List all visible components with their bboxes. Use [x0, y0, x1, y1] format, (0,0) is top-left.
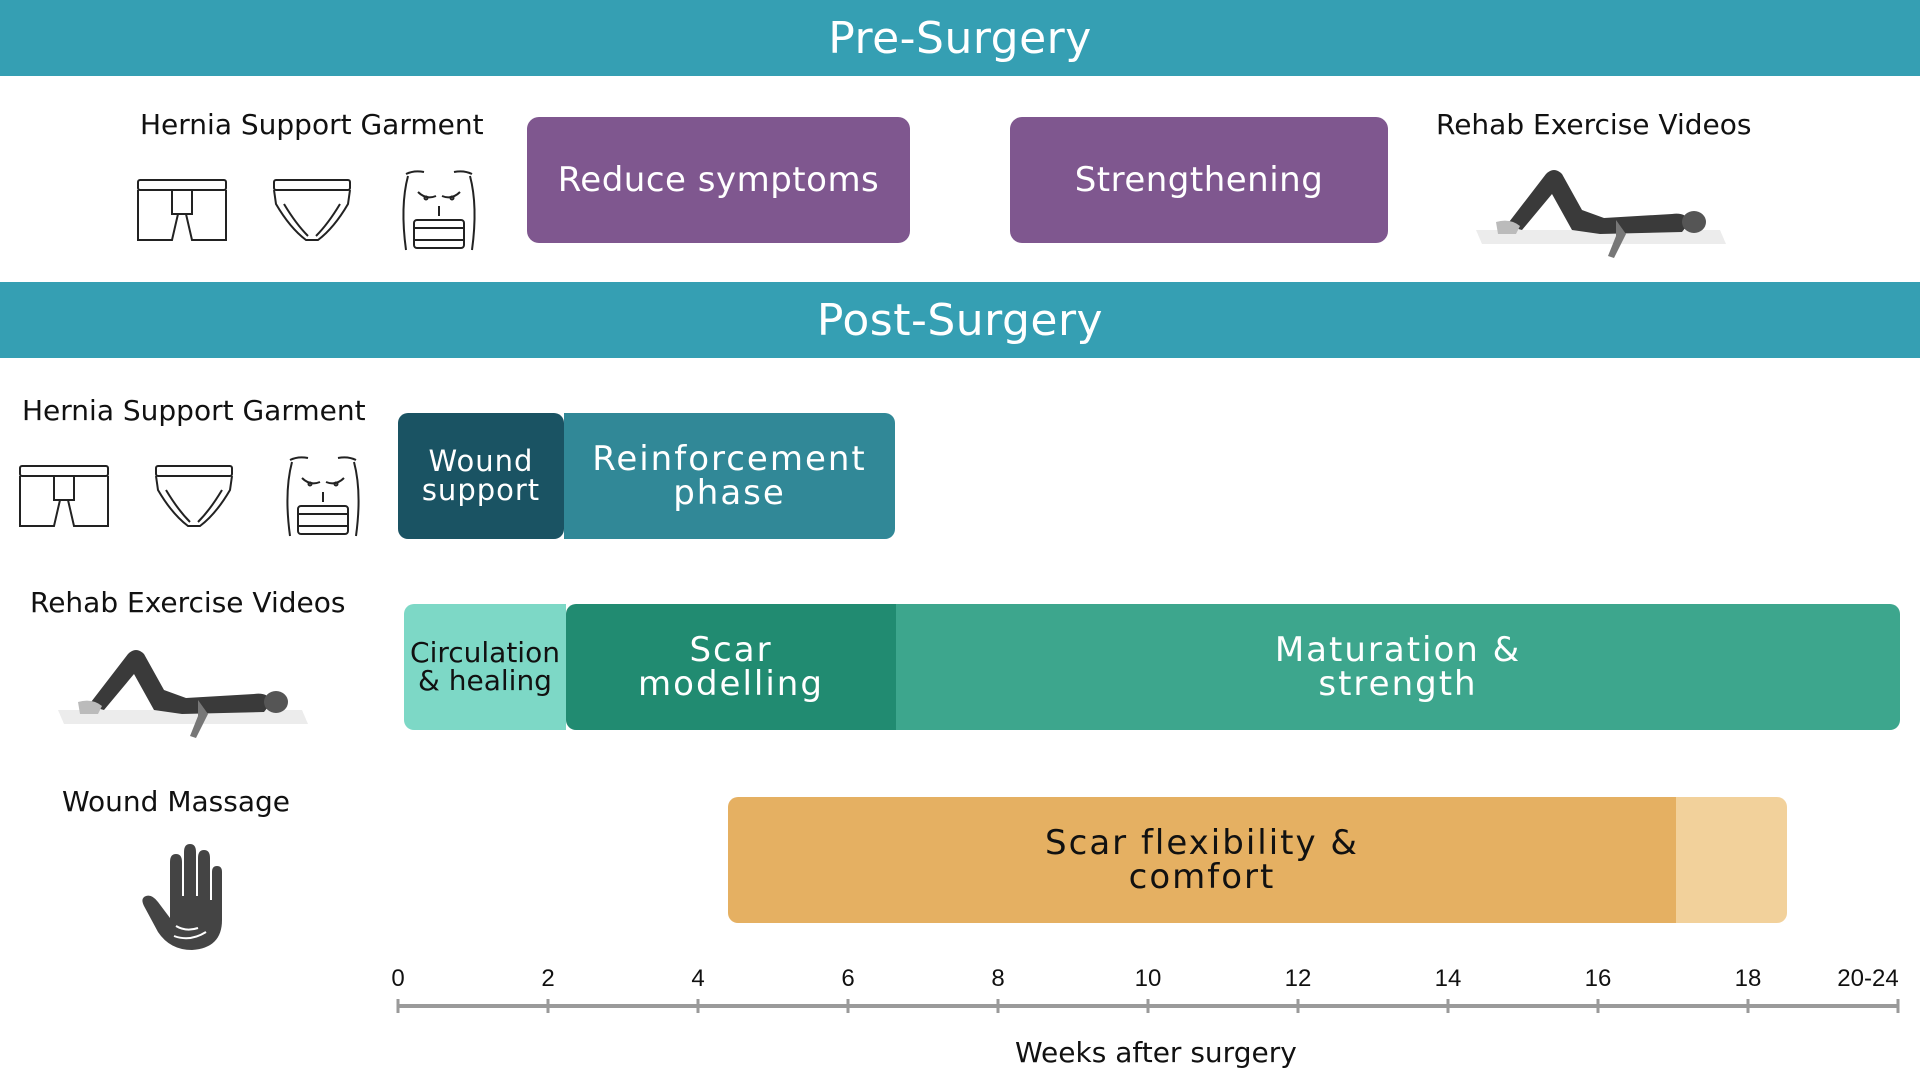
pre-rehab-label: Rehab Exercise Videos [1436, 108, 1752, 141]
boxer-briefs-icon [16, 460, 112, 532]
axis-tick-label: 18 [1735, 965, 1762, 992]
wound-support-text: Wound support [421, 444, 541, 507]
axis-title: Weeks after surgery [1015, 1036, 1297, 1069]
post-rehab-label: Rehab Exercise Videos [30, 586, 346, 619]
scar-flexibility-text: Scar flexibility & comfort [1045, 823, 1359, 897]
post-garment-label: Hernia Support Garment [22, 394, 366, 427]
briefs-icon [270, 174, 354, 246]
strengthening-text: Strengthening [1074, 160, 1324, 200]
reinforcement-phase-box: Reinforcement phase [564, 413, 895, 539]
scar-modelling-text: Scar modelling [638, 630, 824, 704]
post-surgery-title: Post-Surgery [816, 294, 1104, 346]
exercise-figure-icon [1476, 160, 1726, 260]
reduce-symptoms-text: Reduce symptoms [557, 160, 880, 200]
wound-support-box: Wound support [398, 413, 564, 539]
hand-icon [140, 840, 224, 952]
circulation-healing-box: Circulation & healing [404, 604, 566, 730]
pre-surgery-title: Pre-Surgery [828, 12, 1092, 64]
axis-tick-label: 10 [1135, 965, 1162, 992]
boxer-briefs-icon [134, 174, 230, 246]
axis-tick-label: 8 [991, 965, 1004, 992]
scar-flexibility-box: Scar flexibility & comfort [728, 797, 1676, 923]
reinforcement-phase-text: Reinforcement phase [592, 439, 867, 513]
massage-label: Wound Massage [62, 785, 290, 818]
axis-tick-label: 4 [691, 965, 704, 992]
circulation-healing-text: Circulation & healing [410, 636, 560, 697]
exercise-figure-icon [58, 640, 308, 740]
pre-garment-label: Hernia Support Garment [140, 108, 484, 141]
axis-tick-label: 20-24 [1837, 965, 1898, 992]
axis-tick-label: 12 [1285, 965, 1312, 992]
scar-flexibility-tail-box [1676, 797, 1787, 923]
axis-tick-label: 6 [841, 965, 854, 992]
axis-tick-label: 14 [1435, 965, 1462, 992]
weeks-axis: 0 2 4 6 8 10 12 14 16 18 20-24 [391, 965, 1900, 1013]
scar-modelling-box: Scar modelling [566, 604, 896, 730]
axis-tick-label: 0 [391, 965, 404, 992]
reduce-symptoms-box: Reduce symptoms [527, 117, 910, 243]
axis-tick-label: 2 [541, 965, 554, 992]
strengthening-box: Strengthening [1010, 117, 1388, 243]
torso-binder-icon [396, 166, 482, 254]
briefs-icon [152, 460, 236, 532]
maturation-strength-box: Maturation & strength [896, 604, 1900, 730]
pre-surgery-banner: Pre-Surgery [0, 0, 1920, 76]
axis-tick-label: 16 [1585, 965, 1612, 992]
post-surgery-banner: Post-Surgery [0, 282, 1920, 358]
maturation-strength-text: Maturation & strength [1274, 630, 1522, 704]
torso-binder-icon [280, 452, 366, 540]
